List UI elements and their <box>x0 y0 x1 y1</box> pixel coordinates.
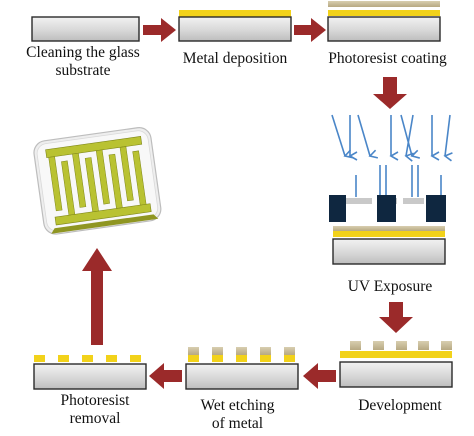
arrow-photoresist-to-uv <box>373 77 407 109</box>
mask-block <box>329 195 346 222</box>
uv-light-rays <box>331 114 453 197</box>
step-photoresist-coating <box>327 1 441 42</box>
metal-layer <box>179 10 291 17</box>
step-cleaning-substrate <box>31 16 140 42</box>
label-metal-deposition: Metal deposition <box>182 50 288 67</box>
arrow-metal-to-photoresist <box>294 18 326 42</box>
step-wet-etching <box>185 347 299 390</box>
label-cleaning-substrate: Cleaning the glass substrate <box>26 44 140 79</box>
step-development <box>339 341 453 388</box>
arrow-wet-etching-to-removal <box>149 363 182 389</box>
photoresist-layer <box>333 226 445 231</box>
metal-layer <box>328 10 440 16</box>
metal-layer <box>333 231 445 237</box>
interdigitated-electrode-device <box>33 127 162 235</box>
photomask <box>329 195 446 222</box>
label-development: Development <box>358 397 442 414</box>
mask-block <box>426 195 446 222</box>
step-photoresist-removal <box>33 355 147 390</box>
photoresist-layer <box>328 1 440 7</box>
step-metal-deposition <box>178 10 292 42</box>
arrow-clean-to-metal <box>143 18 176 42</box>
glass-substrate <box>339 361 453 388</box>
glass-substrate <box>332 238 446 265</box>
glass-substrate <box>327 16 441 42</box>
label-wet-etching: Wet etching of metal <box>200 397 275 432</box>
label-photoresist-coating: Photoresist coating <box>328 50 447 67</box>
metal-layer <box>340 351 452 358</box>
arrow-removal-to-device <box>82 248 112 345</box>
step-uv-exposure <box>332 226 446 265</box>
mask-block <box>377 195 396 222</box>
label-photoresist-removal: Photoresist removal <box>60 392 130 427</box>
arrow-uv-to-development <box>379 302 413 333</box>
glass-substrate <box>33 363 147 390</box>
arrow-development-to-wet-etching <box>303 363 336 389</box>
glass-substrate <box>178 16 292 42</box>
glass-substrate <box>185 363 299 390</box>
label-uv-exposure: UV Exposure <box>347 278 433 295</box>
